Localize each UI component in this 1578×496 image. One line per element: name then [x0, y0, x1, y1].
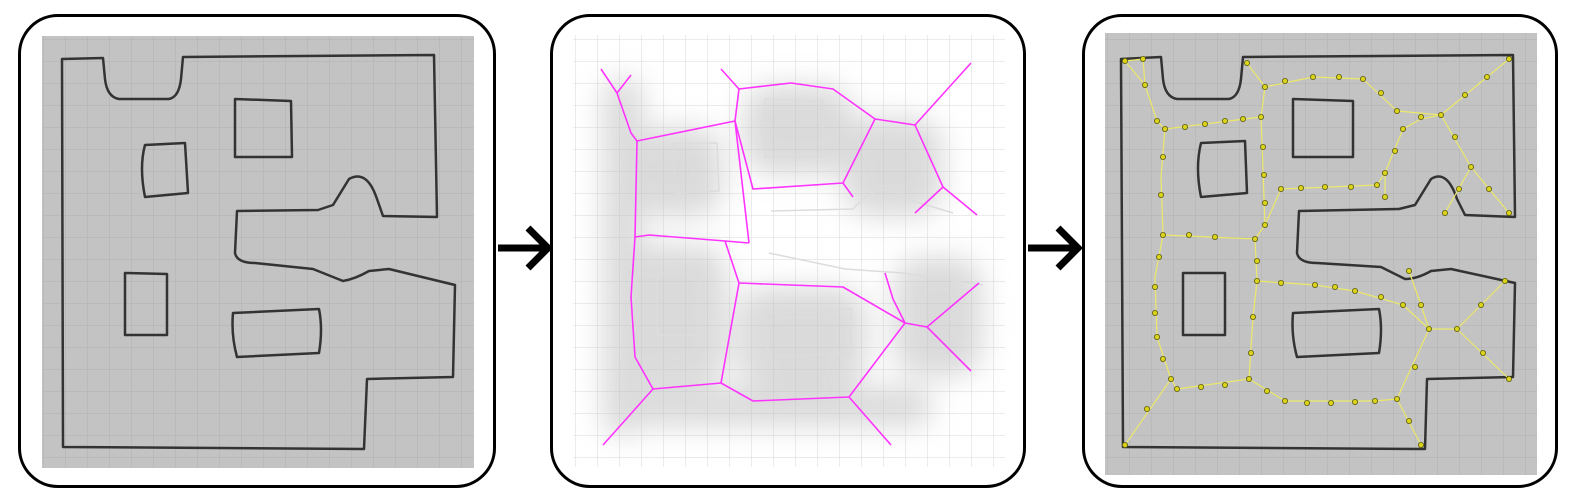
outer-wall: [60, 53, 457, 451]
obstacle: [1181, 271, 1227, 337]
right-arrow-icon: [1028, 225, 1083, 271]
distance-shading: [603, 77, 983, 437]
outer-wall: [1119, 53, 1517, 451]
graph-nodes: [1122, 56, 1512, 448]
occupancy-map-canvas: [42, 36, 474, 468]
map-walls: [1119, 53, 1517, 451]
obstacle: [1291, 307, 1383, 359]
voronoi-edges: [600, 62, 980, 446]
obstacle: [1196, 139, 1249, 199]
faint-walls: [656, 98, 984, 358]
graph-canvas: [1105, 33, 1537, 475]
obstacle: [231, 307, 323, 359]
obstacle: [123, 271, 169, 337]
obstacle: [233, 97, 294, 159]
panel-occupancy-map: [18, 14, 496, 488]
map-grid: [42, 36, 474, 468]
panel-topological-graph: [1082, 14, 1558, 488]
obstacle: [140, 141, 190, 199]
right-arrow-icon: [498, 225, 553, 271]
map-walls: [60, 53, 457, 451]
voronoi-canvas: [573, 35, 1005, 467]
obstacle: [1291, 97, 1355, 159]
panel-voronoi-diagram: [550, 14, 1026, 488]
